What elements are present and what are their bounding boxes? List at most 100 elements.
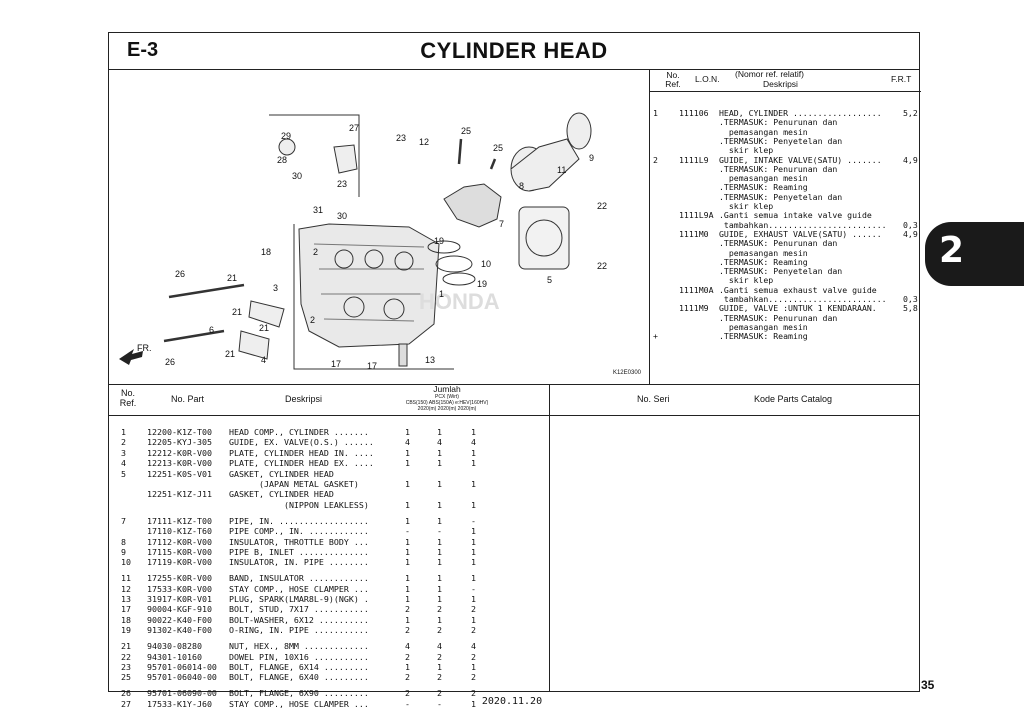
row-qty-abs: 1 [437,515,442,526]
row-part-number: 95701-06040-00 [147,672,217,683]
part-callout: 2 [313,247,318,257]
parts-header-qty: Jumlah PCX (Wirt) CBS(150) ABS(150A) e:H… [397,384,497,413]
lon-code: 1111M9 [679,303,709,314]
row-qty-abs: 2 [437,688,442,699]
part-callout: 1 [439,289,444,299]
row-description: PLUG, SPARK(LMAR8L-9)(NGK) . [229,594,369,604]
row-description: PIPE, IN. .................. [229,515,369,526]
part-callout: 3 [273,283,278,293]
row-ref: 11 [121,573,131,584]
lon-text: .Ganti semua intake valve guide [719,210,872,221]
plate-in-part [248,300,285,328]
qty-label: Jumlah [433,384,461,394]
lon-header: No. Ref. L.O.N. (Nomor ref. relatif) Des… [649,69,921,92]
lon-text: tambahkan........................ [719,294,887,304]
lon-code: 1111L9A [679,210,714,221]
lon-text: .TERMASUK: Reaming [719,331,808,342]
lon-text: pemasangan mesin [719,321,808,332]
row-qty-cbs: 1 [405,447,410,458]
row-description: (JAPAN METAL GASKET) [229,479,359,489]
lon-ref: 2 [653,154,658,165]
row-qty-cbs: - [405,526,410,537]
row-part-number: 17110-K1Z-T60 [147,526,212,537]
row-qty-hev: 4 [471,641,476,652]
part-callout: 21 [232,307,242,317]
diagram-svg: HONDA 2927283023313023122525789112222191… [119,112,607,371]
row-part-number: 94030-08280 [147,641,202,652]
part-callout: 6 [209,325,214,335]
part-callout: 23 [396,133,406,143]
lon-header-frt: F.R.T [891,74,912,84]
part-callout: 10 [481,259,491,269]
row-qty-hev: 2 [471,651,476,662]
lon-text: .TERMASUK: Penyetelan dan [719,135,843,146]
row-qty-abs: 1 [437,661,442,672]
row-ref: 5 [121,468,126,479]
section-code: E-3 [127,39,159,61]
lon-text: .TERMASUK: Penurunan dan [719,163,838,174]
row-qty-abs: 2 [437,604,442,615]
row-part-number: 12205-KYJ-305 [147,437,212,448]
row-ref: 19 [121,625,131,636]
row-qty-hev: 2 [471,688,476,699]
row-description: (NIPPON LEAKLESS) [229,499,369,510]
row-description: PLATE, CYLINDER HEAD EX. .... [229,458,374,469]
row-description: BOLT, FLANGE, 6X40 ......... [229,672,369,683]
row-qty-abs: 1 [437,573,442,584]
row-ref: 1 [121,427,126,437]
row-qty-abs: 4 [437,641,442,652]
row-qty-hev: 1 [471,661,476,672]
row-ref: 3 [121,447,126,458]
lon-text: .TERMASUK: Penurunan dan [719,312,838,323]
row-description: BOLT, STUD, 7X17 ........... [229,604,369,615]
row-description: DOWEL PIN, 10X16 ........... [229,651,369,662]
row-description: BOLT, FLANGE, 6X14 ......... [229,661,369,672]
row-qty-cbs: 1 [405,546,410,557]
part-callout: 22 [597,201,607,211]
part-callout: 19 [434,236,444,246]
parts-header-catalog: Kode Parts Catalog [754,394,833,404]
row-qty-cbs: 2 [405,688,410,699]
lon-code: 111106 [679,108,709,118]
row-qty-abs: 1 [437,427,442,437]
section-tab-number: 2 [939,230,965,271]
row-qty-abs: 4 [437,437,442,448]
lon-text: HEAD, CYLINDER .................. [719,108,882,118]
row-qty-abs: 1 [437,458,442,469]
part-callout: 12 [419,137,429,147]
row-ref: 25 [121,672,131,683]
row-description: GASKET, CYLINDER HEAD [229,489,334,500]
row-description: INSULATOR, THROTTLE BODY ... [229,536,369,547]
lon-frt: 4,9 [903,154,918,165]
lon-text: .TERMASUK: Penurunan dan [719,238,838,249]
part-callout: 27 [349,123,359,133]
row-part-number: 94301-10160 [147,651,202,662]
plate-ex-part [238,330,270,360]
row-qty-hev: - [471,583,476,594]
row-ref: 7 [121,515,126,526]
print-date: 2020.11.20 [481,696,543,707]
row-part-number: 17111-K1Z-T00 [147,515,212,526]
row-part-number: 17533-K1Y-J60 [147,698,212,709]
lon-frt: 0,3 [903,219,918,230]
row-ref: 17 [121,604,131,615]
row-qty-hev: - [471,515,476,526]
parts-header-serial: No. Seri [637,394,670,404]
part-callout: 2 [310,315,315,325]
part-callout: 22 [597,261,607,271]
row-qty-cbs: 1 [405,573,410,584]
row-ref: 2 [121,437,126,448]
row-part-number: 17533-K0R-V00 [147,583,212,594]
row-qty-abs: 1 [437,614,442,625]
row-qty-hev: 1 [471,447,476,458]
